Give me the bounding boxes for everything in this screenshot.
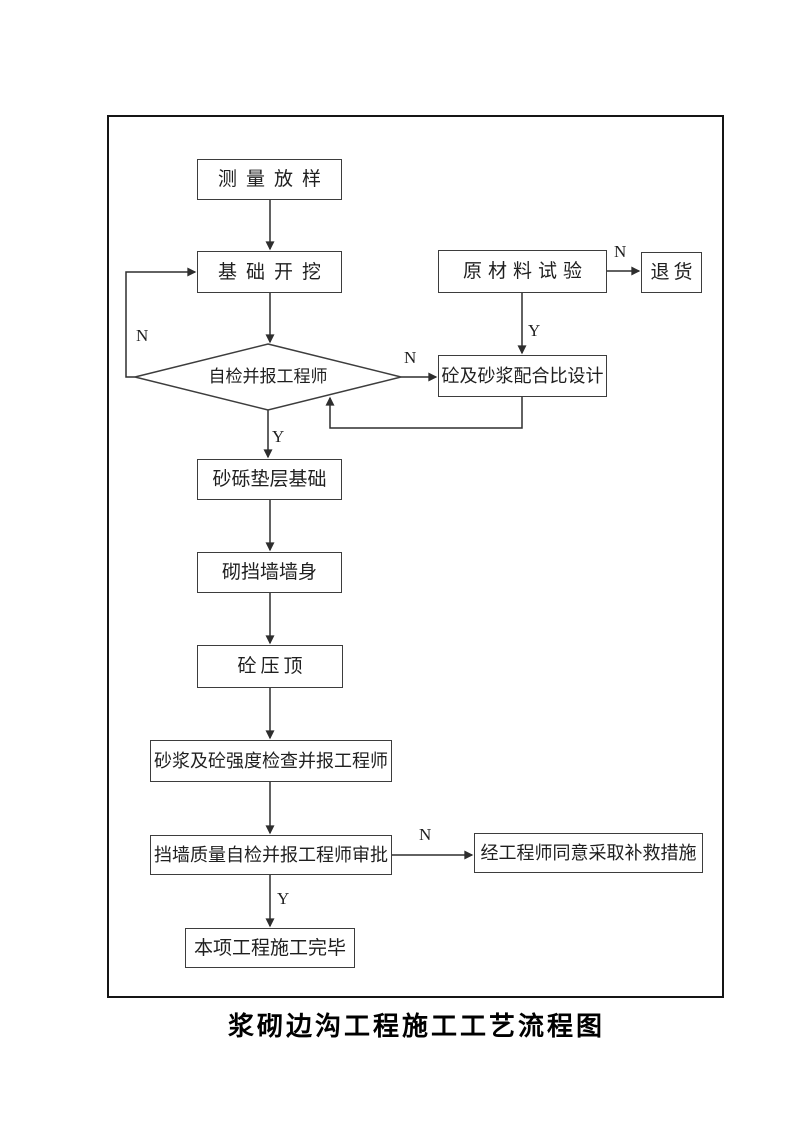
branch-label-quality-pass: Y [277,889,290,908]
node-strength-check: 砂浆及砼强度检查并报工程师 [150,740,392,782]
node-concrete-coping: 砼压顶 [197,645,343,688]
node-masonry-wall-body: 砌挡墙墙身 [197,552,342,593]
branch-label-raw-material-pass: Y [528,321,541,340]
decision-diamond-shape [134,343,402,411]
node-return-goods: 退货 [641,252,702,293]
node-quality-approval: 挡墙质量自检并报工程师审批 [150,835,392,875]
branch-label-raw-material-fail: N [614,242,627,261]
node-raw-material-test: 原材料试验 [438,250,607,293]
node-survey-layout: 测量放样 [197,159,342,200]
connector-decision-loop-to-excavation [125,267,197,378]
branch-label-quality-fail: N [419,825,432,844]
branch-label-self-check-fail-right: N [404,348,417,367]
node-completion: 本项工程施工完毕 [185,928,355,968]
branch-label-self-check-fail-left: N [136,326,149,345]
node-foundation-excavation: 基础开挖 [197,251,342,293]
flowchart-frame [107,115,724,998]
node-self-check-decision: 自检并报工程师 [208,367,328,386]
node-gravel-cushion: 砂砾垫层基础 [197,459,342,500]
node-remedial-measures: 经工程师同意采取补救措施 [474,833,703,873]
flowchart-title: 浆砌边沟工程施工工艺流程图 [227,1012,605,1041]
node-mix-design: 砼及砂浆配合比设计 [438,355,607,397]
connector-mixdesign-loop-to-decision [325,396,523,429]
branch-label-self-check-pass: Y [272,427,285,446]
